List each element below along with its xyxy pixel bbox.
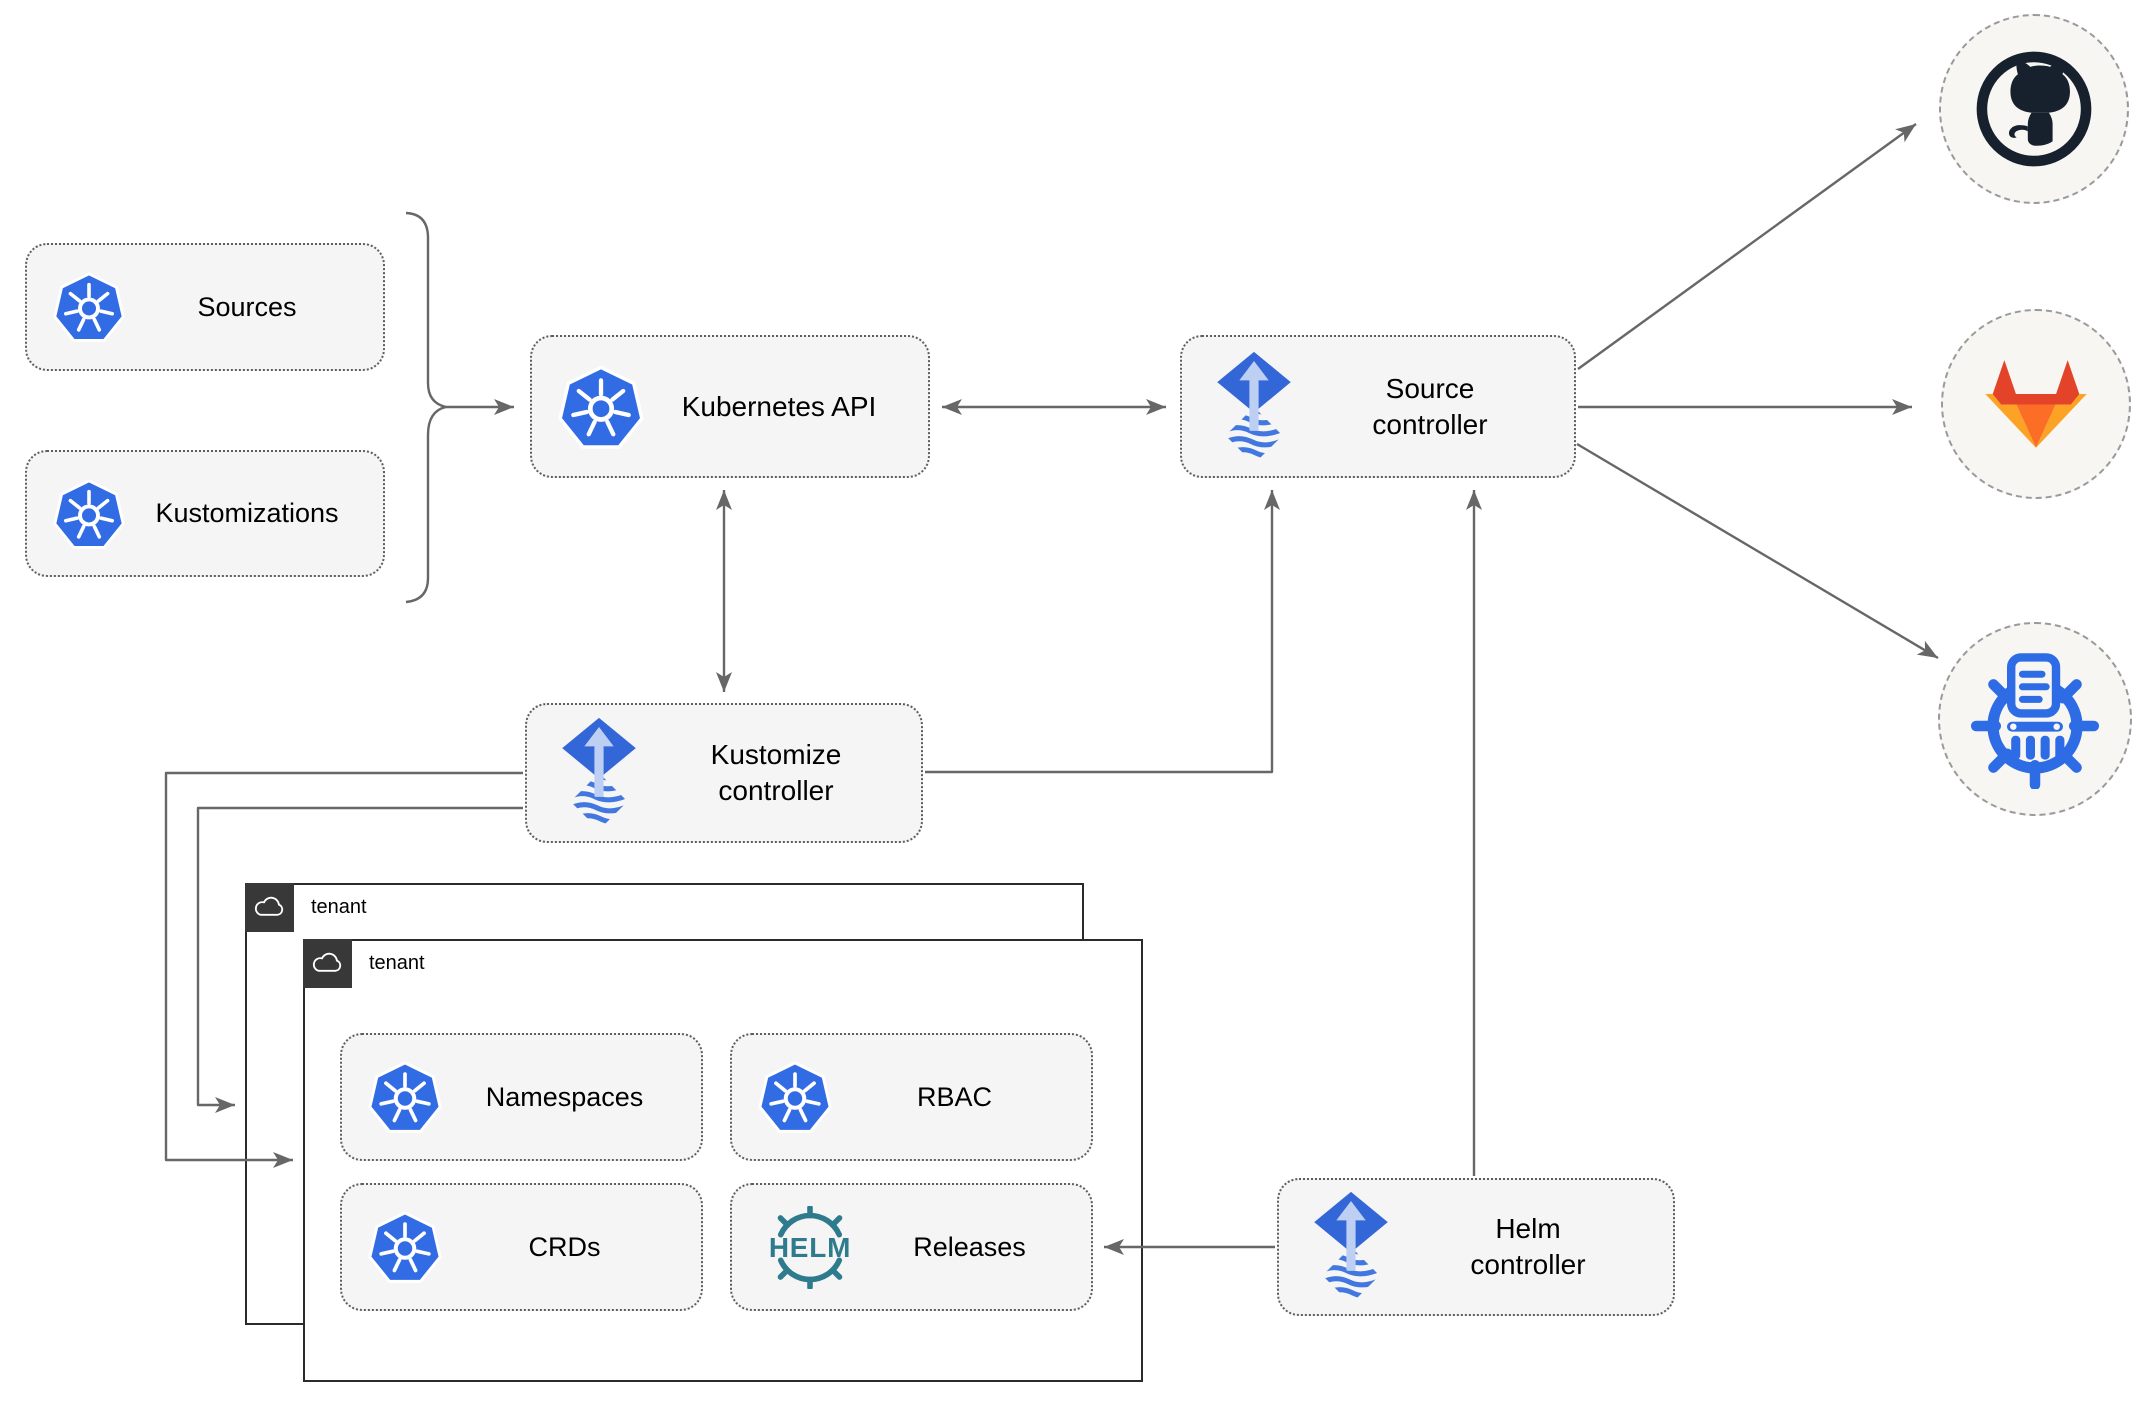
flux-icon: [1305, 1190, 1397, 1304]
flux-icon: [1208, 350, 1300, 464]
kustomizations-node: Kustomizations: [25, 450, 385, 577]
kubernetes-icon: [368, 1060, 442, 1134]
tenant-front-tab: [302, 938, 352, 988]
kubernetes-api-label: Kubernetes API: [681, 390, 877, 422]
kustomize-controller-label: Kustomize controller: [710, 739, 842, 806]
source-controller-label: Source controller: [1372, 372, 1488, 440]
tenant-front-label: tenant: [369, 952, 425, 974]
bracket-sources-kustomizations: [405, 211, 448, 604]
kubernetes-api-node: Kubernetes API: [530, 335, 930, 478]
kubernetes-icon: [758, 1060, 832, 1134]
namespaces-node: Namespaces: [340, 1033, 703, 1161]
kubernetes-icon: [368, 1210, 442, 1284]
cloud-icon: [312, 952, 342, 972]
github-icon: [1976, 51, 2092, 167]
kubernetes-icon: [53, 271, 125, 343]
kubernetes-icon: [53, 478, 125, 550]
tenant-back-label: tenant: [311, 896, 367, 918]
gitlab-icon: [1985, 359, 2087, 448]
sources-node: Sources: [25, 243, 385, 371]
gitlab-endpoint: [1941, 309, 2131, 499]
chartmuseum-icon: [1970, 653, 2100, 789]
rbac-label: RBAC: [916, 1081, 992, 1112]
edge-source-to-github: [1577, 123, 1917, 370]
svg-text:HELM: HELM: [769, 1232, 851, 1263]
source-controller-node: Source controller: [1180, 335, 1576, 478]
kustomizations-label: Kustomizations: [155, 498, 339, 529]
helm-controller-label: Helm controller: [1470, 1213, 1586, 1280]
helm-wheel-icon: HELM: [769, 1205, 851, 1289]
tenant-back-tab: [244, 882, 294, 932]
kustomize-controller-node: Kustomize controller: [525, 703, 923, 843]
releases-label: Releases: [913, 1231, 1026, 1262]
crds-node: CRDs: [340, 1183, 703, 1311]
edge-source-to-chartmuseum: [1576, 442, 1939, 660]
chartmuseum-endpoint: [1938, 622, 2132, 816]
cloud-icon: [254, 896, 284, 916]
github-endpoint: [1939, 14, 2129, 204]
helm-controller-node: Helm controller: [1277, 1178, 1675, 1316]
rbac-node: RBAC: [730, 1033, 1093, 1161]
crds-label: CRDs: [528, 1231, 601, 1262]
edge-kustomize-to-source: [925, 490, 1280, 774]
releases-node: HELM Releases: [730, 1183, 1093, 1311]
namespaces-label: Namespaces: [485, 1081, 644, 1112]
flux-icon: [553, 716, 645, 830]
sources-label: Sources: [197, 291, 297, 322]
kubernetes-icon: [558, 364, 644, 450]
